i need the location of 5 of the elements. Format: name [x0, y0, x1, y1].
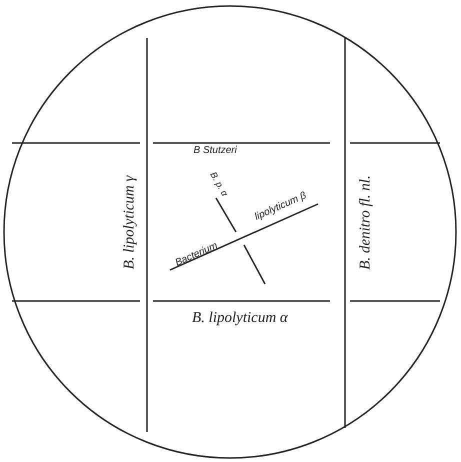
streak-label: B. p. α	[208, 170, 230, 198]
streak-label: B. lipolyticum α	[192, 310, 288, 326]
streak-label: B. denitro fl. nl.	[358, 174, 375, 270]
streak-label: B. lipolyticum γ	[121, 175, 138, 269]
streak-label: B Stutzeri	[194, 144, 237, 156]
